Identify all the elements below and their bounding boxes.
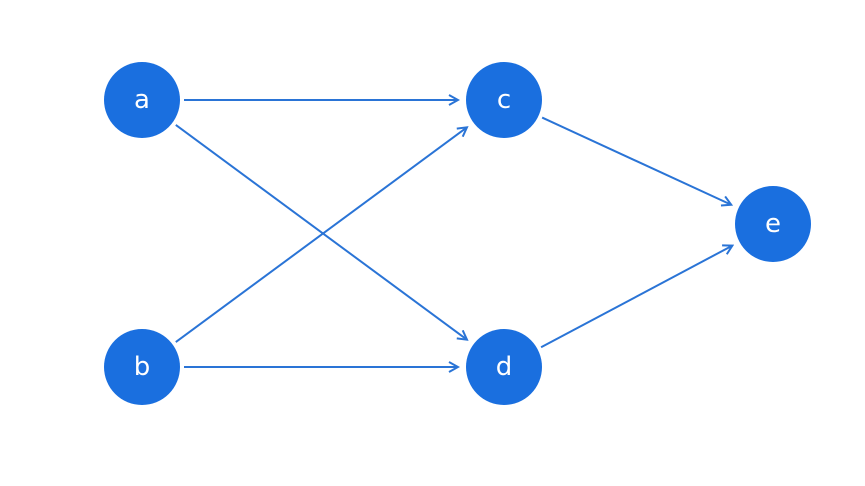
node-a: a bbox=[104, 62, 180, 138]
node-circle-b bbox=[104, 329, 180, 405]
node-e: e bbox=[735, 186, 811, 262]
node-label-b: b bbox=[134, 352, 151, 382]
edge-b-c bbox=[175, 127, 467, 343]
edge-a-d bbox=[175, 124, 467, 340]
node-circle-d bbox=[466, 329, 542, 405]
edge-d-e bbox=[540, 246, 732, 349]
node-circle-c bbox=[466, 62, 542, 138]
node-circle-a bbox=[104, 62, 180, 138]
node-label-c: c bbox=[497, 85, 511, 115]
nodes-layer: a b c d e bbox=[104, 62, 811, 405]
node-circle-e bbox=[735, 186, 811, 262]
edges-layer bbox=[175, 100, 733, 367]
node-d: d bbox=[466, 329, 542, 405]
edge-c-e bbox=[541, 116, 731, 205]
node-label-a: a bbox=[134, 85, 150, 115]
node-b: b bbox=[104, 329, 180, 405]
node-label-e: e bbox=[765, 209, 781, 239]
node-c: c bbox=[466, 62, 542, 138]
node-label-d: d bbox=[496, 352, 513, 382]
